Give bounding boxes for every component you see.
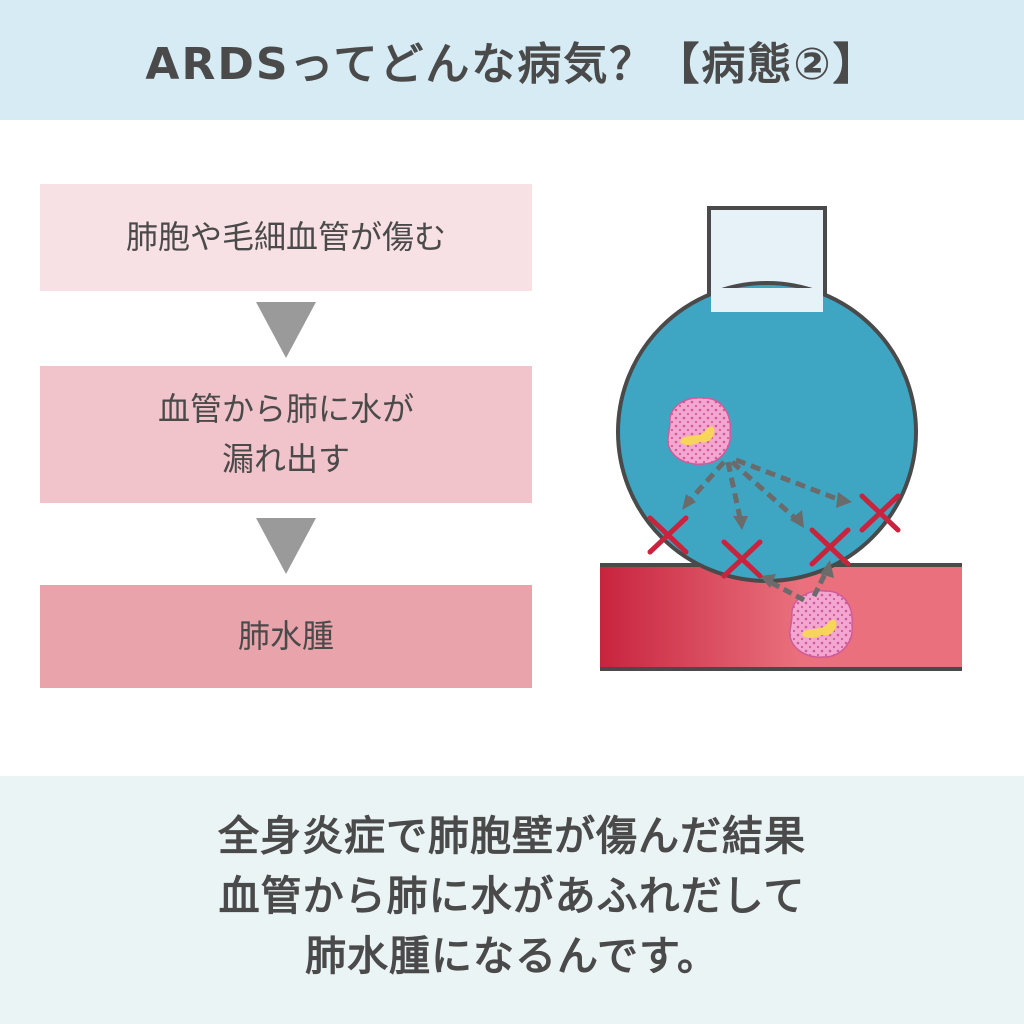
down-arrow-icon (256, 302, 316, 358)
flow-step-label: 肺水腫 (237, 616, 334, 655)
immune-cell-icon (667, 397, 731, 465)
conclusion-line: 肺水腫になるんです。 (305, 932, 719, 980)
flow-step-damage: 肺胞や毛細血管が傷む (40, 184, 532, 291)
alveolus-icon (616, 206, 918, 583)
damage-cross-icon (647, 493, 901, 579)
dashed-arrow-icon (768, 570, 829, 603)
flow-step-label: 血管から肺に水が 漏れ出す (158, 385, 414, 484)
flow-step-line: 血管から肺に水が (157, 389, 414, 428)
header-band (0, 0, 1024, 120)
flow-step-line: 漏れ出す (221, 439, 350, 478)
alveolus-illustration (600, 206, 962, 671)
immune-cell-icon (789, 590, 853, 658)
conclusion-band (0, 776, 1024, 1024)
conclusion-text: 全身炎症で肺胞壁が傷んだ結果 血管から肺に水があふれだして 肺水腫になるんです。 (0, 806, 1024, 986)
flow-step-edema: 肺水腫 (40, 585, 532, 688)
dashed-arrow-icon (688, 457, 841, 520)
conclusion-line: 全身炎症で肺胞壁が傷んだ結果 (218, 812, 806, 860)
flow-step-label: 肺胞や毛細血管が傷む (125, 217, 446, 256)
page-title: ARDSってどんな病気？【病態②】 (145, 39, 879, 90)
conclusion-line: 血管から肺に水があふれだして (218, 872, 806, 920)
down-arrow-icon (256, 518, 316, 574)
dashed-arrow-icon (682, 492, 852, 530)
flow-step-leak: 血管から肺に水が 漏れ出す (40, 366, 532, 503)
dashed-arrow-icon (760, 560, 834, 588)
